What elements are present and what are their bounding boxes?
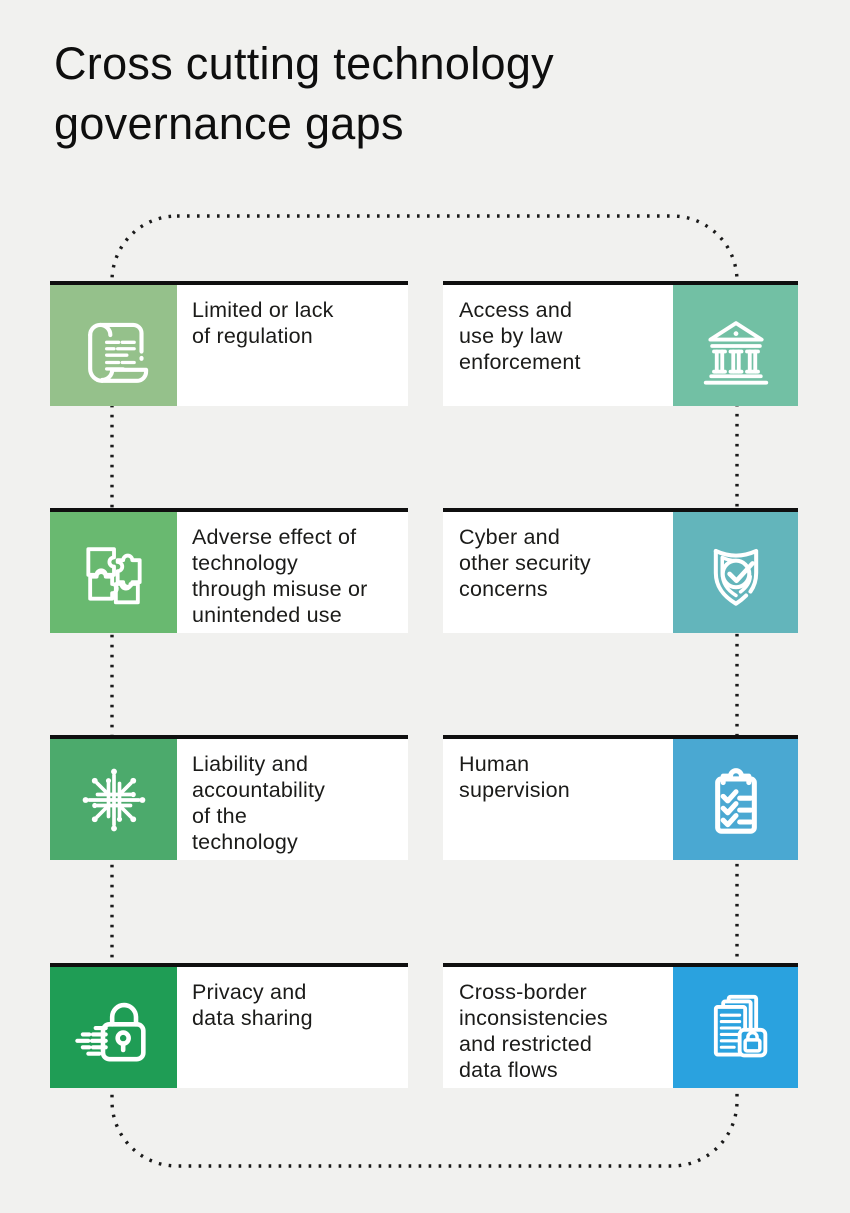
clipboard-check-icon (714, 767, 757, 834)
icon-tile (673, 739, 798, 860)
gap-label: Privacy and data sharing (192, 980, 313, 1030)
gap-label: Limited or lack of regulation (192, 298, 334, 348)
gap-box-human-supervision: Human supervision (443, 735, 798, 860)
gap-box-liability: Liability and accountability of the tech… (50, 735, 408, 860)
icon-tile (50, 285, 177, 406)
gap-label: Cross-border inconsistencies and restric… (459, 980, 608, 1082)
icon-tile (673, 285, 798, 406)
lock-icon (74, 1002, 146, 1061)
icon-tile (673, 512, 798, 633)
gap-box-law-enforcement: Access and use by law enforcement (443, 281, 798, 406)
scroll-icon (87, 322, 148, 383)
icon-tile (673, 967, 798, 1088)
gap-box-privacy: Privacy and data sharing (50, 963, 408, 1088)
icon-tile (50, 739, 177, 860)
gap-box-cross-border: Cross-border inconsistencies and restric… (443, 963, 798, 1088)
gap-label: Adverse effect of technology through mis… (192, 525, 368, 627)
gap-box-adverse-effects: Adverse effect of technology through mis… (50, 508, 408, 633)
circuit-icon (82, 768, 145, 831)
gap-box-limited-regulation: Limited or lack of regulation (50, 281, 408, 406)
icon-tile (50, 967, 177, 1088)
puzzle-icon (85, 546, 142, 604)
gap-label: Human supervision (459, 752, 570, 802)
documents-lock-icon (713, 994, 767, 1057)
bank-icon (703, 320, 768, 385)
page-title: Cross cutting technology governance gaps (54, 38, 554, 149)
gap-label: Liability and accountability of the tech… (192, 752, 326, 854)
gap-label: Cyber and other security concerns (459, 525, 591, 601)
gap-label: Access and use by law enforcement (459, 298, 581, 374)
icon-tile (50, 512, 177, 633)
gap-box-cyber-security: Cyber and other security concerns (443, 508, 798, 633)
shield-check-icon (713, 548, 758, 606)
